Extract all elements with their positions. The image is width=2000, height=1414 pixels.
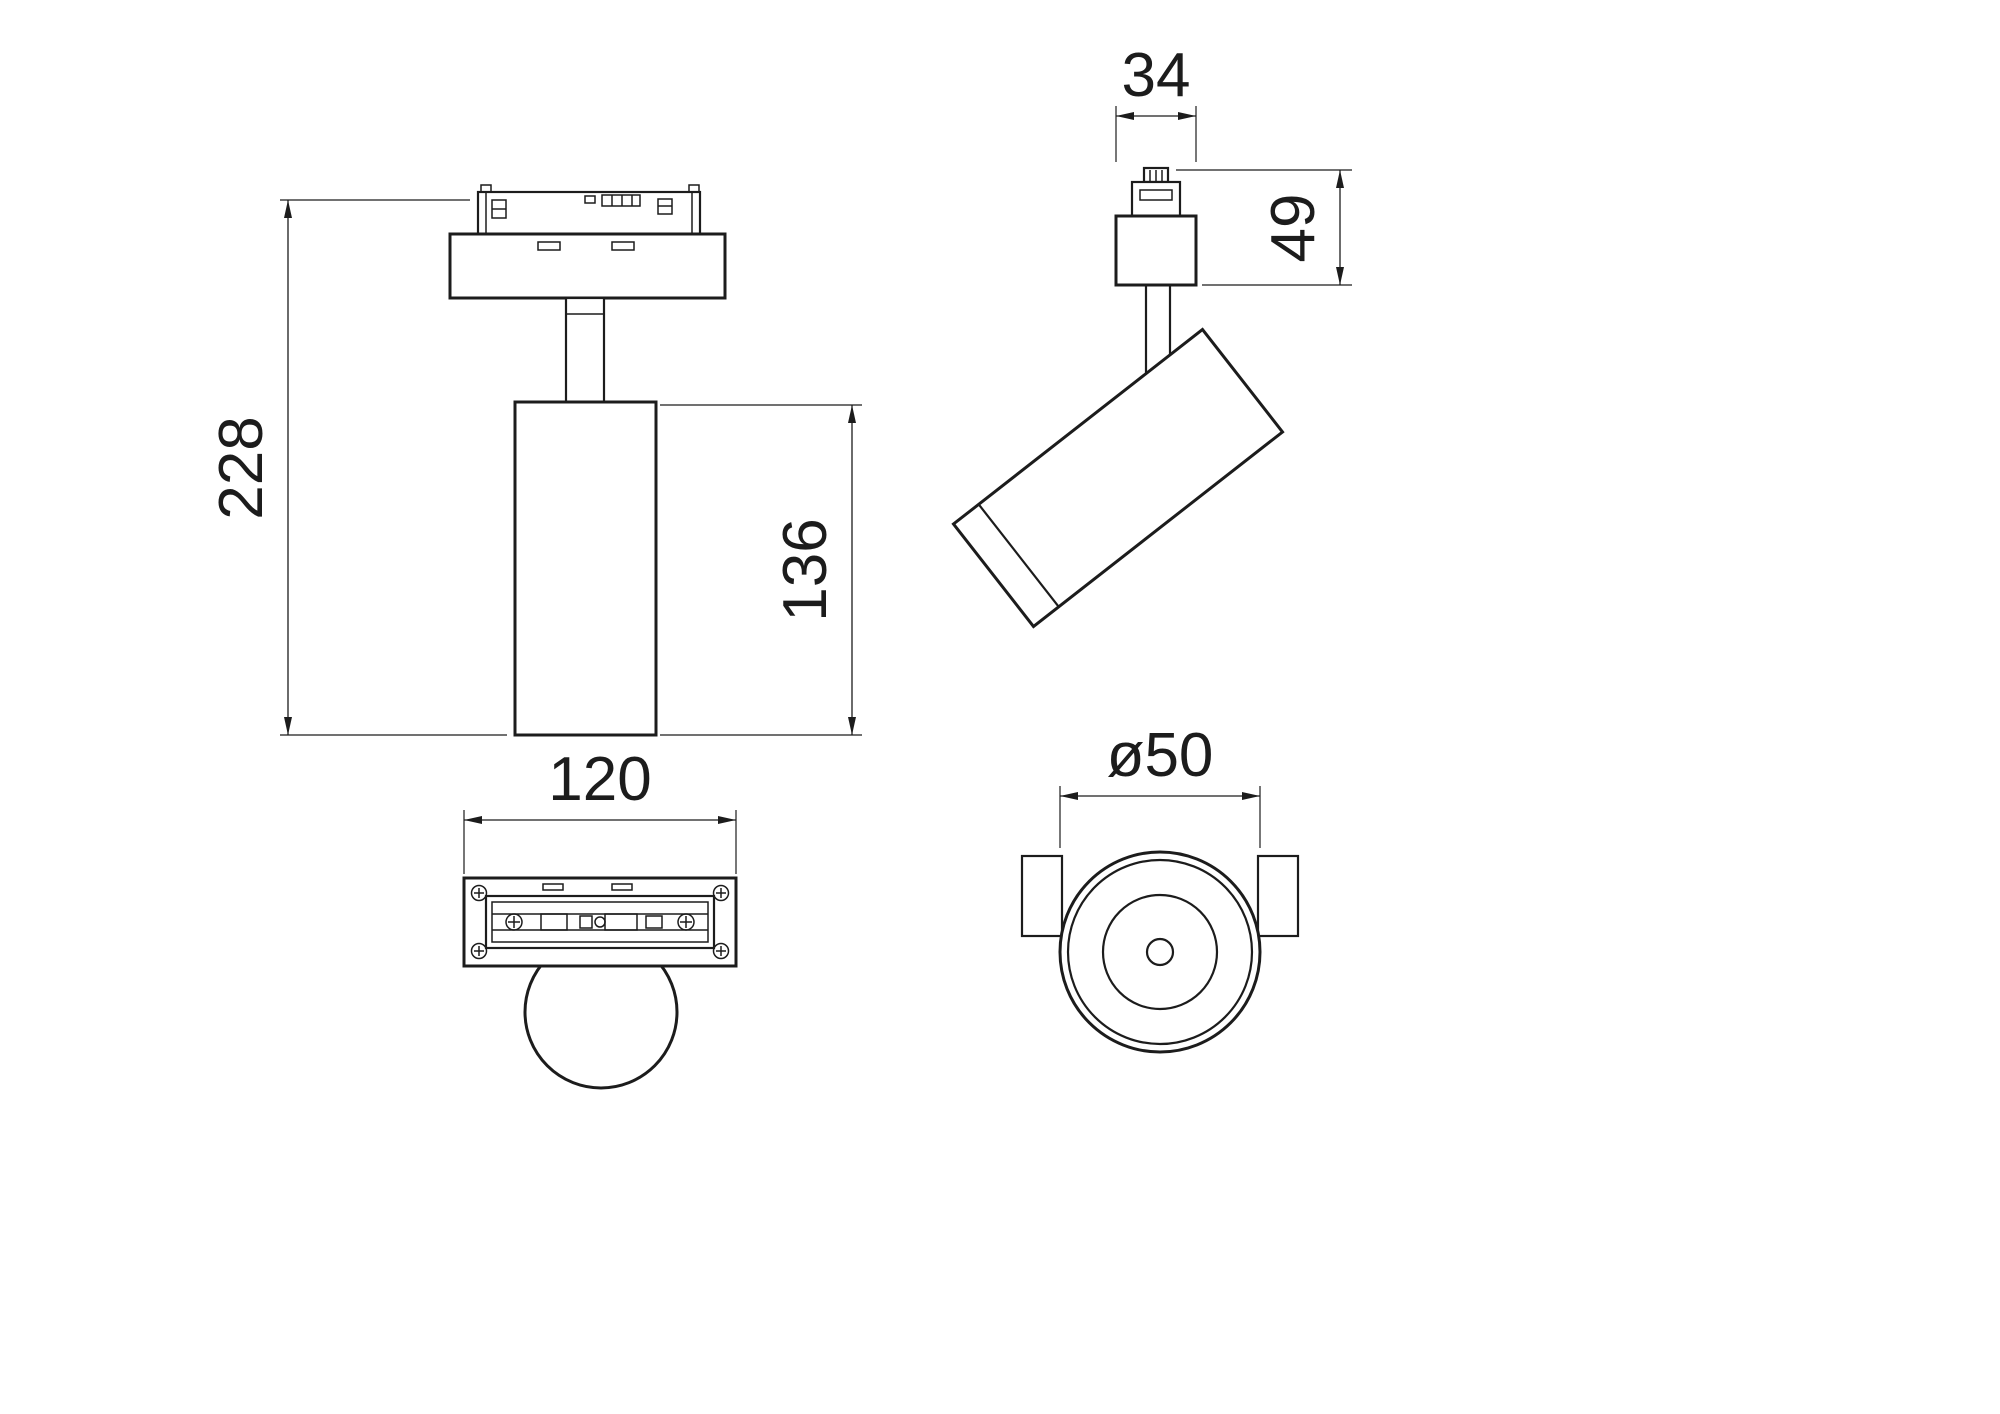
arrowhead xyxy=(1116,112,1134,120)
dim-body-height-label: 136 xyxy=(771,518,840,621)
arrowhead xyxy=(1242,792,1260,800)
stem xyxy=(564,296,606,404)
arrowhead xyxy=(1178,112,1196,120)
corner-screw xyxy=(470,942,488,960)
center-pin xyxy=(594,916,606,928)
right-ear xyxy=(1256,854,1300,938)
arrowhead xyxy=(464,816,482,824)
contact-block xyxy=(645,915,663,929)
dim-lens-diameter: ø50 xyxy=(1059,721,1261,848)
dim-adapter-width-label: 120 xyxy=(548,745,651,814)
lamp-body-outline xyxy=(951,327,1285,629)
arrowhead xyxy=(848,405,856,423)
connector-housing xyxy=(1130,180,1182,218)
inner-frame xyxy=(491,901,709,943)
top-tab xyxy=(611,883,633,891)
dim-connector-width-label: 34 xyxy=(1122,41,1191,110)
dim-lens-diameter-label: ø50 xyxy=(1107,721,1214,790)
lens-outer-circle xyxy=(1058,850,1262,1054)
channel-screw xyxy=(677,913,695,931)
screw-head xyxy=(470,884,488,902)
corner-screw xyxy=(712,884,730,902)
dim-adapter-height-label: 49 xyxy=(1259,194,1328,263)
adapter-outline xyxy=(448,232,727,300)
adapter-slot xyxy=(611,241,635,251)
lens-center-circle xyxy=(1145,937,1175,967)
tilted-lamp-body xyxy=(951,327,1285,629)
connector-detail xyxy=(1139,189,1173,201)
arrowhead xyxy=(1336,170,1344,188)
connector-detail xyxy=(584,195,596,204)
left-ear xyxy=(1020,854,1064,938)
track-connector xyxy=(1130,166,1182,218)
lamp-body xyxy=(513,400,658,737)
screw-head xyxy=(470,942,488,960)
connector-vent xyxy=(601,194,641,207)
dim-adapter-width: 120 xyxy=(463,745,737,874)
top-tab xyxy=(542,883,564,891)
arrowhead xyxy=(1336,267,1344,285)
dim-total-height-label: 228 xyxy=(207,416,276,519)
contact-block xyxy=(579,915,593,929)
adapter-plate-outline xyxy=(462,876,738,968)
lens-cone-circle xyxy=(1101,893,1219,1011)
screw-head xyxy=(677,913,695,931)
arrowhead xyxy=(1060,792,1078,800)
screw-head xyxy=(712,942,730,960)
track-adapter-body xyxy=(448,232,727,300)
adapter-bottom-view xyxy=(462,876,738,1090)
lens-rim-circle xyxy=(1066,858,1254,1046)
corner-screw xyxy=(712,942,730,960)
contact-block xyxy=(540,913,568,931)
dim-connector-width: 34 xyxy=(1115,41,1197,162)
arrowhead xyxy=(848,717,856,735)
arrowhead xyxy=(718,816,736,824)
inner-frame xyxy=(484,894,716,950)
track-adapter-body xyxy=(1114,214,1198,287)
screw-head xyxy=(505,913,523,931)
dim-adapter-height: 49 xyxy=(1176,169,1352,286)
front-view xyxy=(448,184,727,737)
dim-total-height: 228 xyxy=(207,199,507,736)
channel-screw xyxy=(505,913,523,931)
stem xyxy=(1144,285,1172,374)
screw-head xyxy=(712,884,730,902)
lens-ring-line xyxy=(977,503,1060,608)
corner-screw xyxy=(470,884,488,902)
lens-bottom-view xyxy=(1020,850,1300,1054)
dim-body-height: 136 xyxy=(660,404,862,736)
arrowhead xyxy=(284,200,292,218)
arrowhead xyxy=(284,717,292,735)
adapter-slot xyxy=(537,241,561,251)
side-view xyxy=(951,166,1285,629)
track-connector xyxy=(476,184,702,236)
